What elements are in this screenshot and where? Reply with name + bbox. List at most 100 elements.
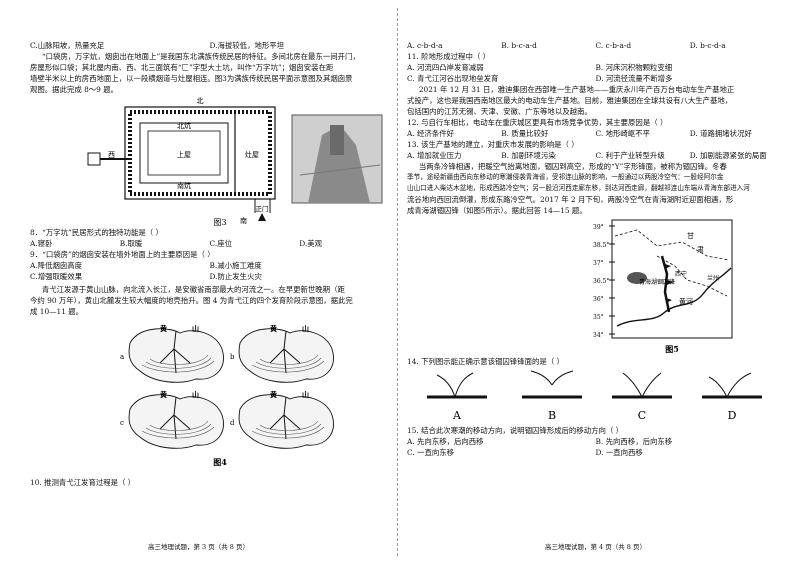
q12-option-d: D. 道路拥堵状况好 (689, 129, 752, 138)
q11-option-c: C. 青弋江河谷出现地垒发育 (407, 74, 499, 83)
para4-line: 季节，途经新疆由西向东移动的寒潮侵袭青海省，受祁连山脉的影响，一般通过以两股冷空… (407, 173, 724, 181)
city-label-1: 西宁 (675, 270, 687, 278)
figure-3: 北 西 南 北炕 上屋 灶屋 南炕 正门 图3 (30, 95, 390, 227)
para4-line: 山山口进入柴达木盆地，形成西路冷空气；另一股沿河西走廊东移，到达河西走廊，翻越祁… (407, 184, 750, 192)
q13-option-b: B. 加剧环境污染 (501, 151, 556, 160)
paragraph-3: 2021 年 12 月 31 日，雅迪集团在西部唯一生产基地——重庆永川年产百万… (407, 84, 784, 117)
q15-option-d: D. 一直向西移 (595, 448, 643, 457)
stage-label: c (120, 419, 124, 427)
q11-options-row1: A. 河流四凸岸发育减弱 B. 河床沉积物颗粒变细 (407, 62, 784, 73)
north-label: 北 (197, 97, 204, 105)
q10-option-a: A. c-b-d-a (407, 41, 443, 50)
province-label-1: 甘 (687, 231, 694, 240)
yellow-river (616, 267, 732, 327)
paragraph-4: 当两条冷锋相遇，把暖空气抬离地面，锢囚到高空，形成的“Y”字形锋面，被称为锢囚锋… (407, 161, 784, 216)
q8-option-d: D.美观 (299, 239, 323, 248)
option-label-a: A (452, 409, 462, 422)
q9-options-row1: A.降低烟囱高度 B.减小施工难度 (30, 260, 389, 271)
q11-option-d: D. 河流径流量不断增多 (595, 74, 673, 83)
figure-4-caption: 图4 (213, 457, 227, 467)
stage-label: a (120, 353, 124, 361)
fig4-panel: 黄 山 b (230, 324, 334, 383)
province-label-2: 肃 (697, 245, 704, 254)
q8-stem: 8．“万字坑”民居形式的独特功能是（ ） (30, 228, 163, 237)
latitude-label: 34° (593, 332, 604, 339)
mountain-label: 黄 (160, 324, 167, 333)
q13-options: A. 增加就业压力 B. 加剧环境污染 C. 利于产业转型升级 D. 加剧能源紧… (407, 150, 784, 161)
figure-4-svg: 黄山a黄山b黄山c黄山d 图4 (120, 324, 334, 467)
page-divider (397, 8, 398, 556)
q13-option-a: A. 增加就业压力 (407, 151, 462, 160)
stage-label: b (230, 353, 235, 361)
q10-option-d: D. b-c-d-a (689, 41, 726, 50)
latitude-label: 39° (593, 224, 604, 231)
city-label-2: 兰州 (707, 274, 719, 282)
intro-line: 房屋形似口袋；其北屋内南、西、北三面筑有“匚”字型大土坑，叫作“万字坑”；烟囱安… (30, 63, 334, 72)
q12-option-b: B. 质量比较好 (501, 129, 549, 138)
mountain-label: 山 (302, 390, 309, 399)
q9-option-d: D.防止发生火灾 (209, 272, 262, 281)
q8-option-b: B.取暖 (119, 239, 143, 248)
option-d: D.海拔较低，地形平坦 (209, 41, 285, 50)
q12-stem: 12. 与自行车相比，电动车在重庆城区更具有市场竞争优势，其主要原因是（ ） (407, 118, 668, 127)
latitude-label: 35° (593, 314, 604, 321)
latitude-label: 38.5° (593, 242, 609, 249)
mountain-label: 山 (192, 390, 199, 399)
q15-option-b: B. 先向西移，后向东移 (595, 437, 673, 446)
q15-stem: 15. 结合此次寒潮的移动方向，说明锢囚锋形成后的移动方向（ ） (407, 426, 624, 435)
q8-options: A.寝卧 B.取暖 C.座位 D.美观 (30, 238, 389, 249)
figure-5-caption: 图5 (665, 344, 679, 354)
para3-line: 包括国内的江苏无锡、天津、安徽、广东等地以及越南。 (407, 107, 592, 116)
option-c: C.山脉阳坡，热量充足 (30, 41, 105, 50)
fig4-panel: 黄 山 d (230, 390, 334, 449)
front-option-d: D (702, 372, 762, 422)
q14-figure: A B C D (407, 367, 784, 425)
q12-option-c: C. 地形崎岖不平 (595, 129, 650, 138)
para3-line: 式投产，这也是我国西南地区最大的电动车生产基地。目前，雅迪集团在全球共设有八大生… (407, 96, 733, 105)
q9-option-a: A.降低烟囱高度 (30, 261, 83, 270)
mountain-label: 黄 (160, 390, 167, 399)
latitude-label: 36° (593, 296, 604, 303)
south-kang-label: 南炕 (177, 181, 191, 190)
river-label: 黄河 (679, 297, 693, 306)
latitude-label: 37° (593, 260, 604, 267)
q9-options-row2: C.增强取暖效果 D.防止发生火灾 (30, 271, 389, 282)
q8-option-c: C.座位 (209, 239, 233, 248)
q11-option-a: A. 河流四凸岸发育减弱 (407, 63, 484, 72)
option-label-c: C (638, 409, 646, 422)
upper-room-label: 上屋 (177, 150, 191, 159)
mountain-label: 山 (192, 324, 199, 333)
para4-line: 成青海湖锢囚锋（如图5所示）。据此回答 14—15 题。 (407, 206, 587, 215)
fig4-panel: 黄 山 a (120, 324, 224, 383)
q10-stem: 10. 推测青弋江发育过程是（ ） (30, 478, 136, 487)
mountain-label: 黄 (270, 324, 277, 333)
q10-options: A. c-b-d-a B. b-c-a-d C. c-b-a-d D. b-c-… (407, 40, 784, 51)
para4-line: 流谷地向西回流倒灌，形成东路冷空气。2017 年 2 月下旬，两股冷空气在青海湖… (407, 195, 734, 204)
front-option-b: B (522, 370, 582, 422)
intro-line: 观图。据此完成 8～9 题。 (30, 85, 119, 94)
mountain-label: 山 (302, 324, 309, 333)
para3-line: 2021 年 12 月 31 日，雅迪集团在西部唯一生产基地——重庆永川年产百万… (418, 85, 735, 94)
qinghai-lake (627, 272, 647, 284)
q10-option-c: C. c-b-a-d (595, 41, 632, 50)
q15-option-c: C. 一直向东移 (407, 448, 455, 457)
q13-stem: 13. 该生产基地的建立，对重庆市发展的影响是（ ） (407, 140, 579, 149)
figure-3-svg: 北 西 南 北炕 上屋 灶屋 南炕 正门 图3 (87, 97, 383, 227)
front-option-a: A (427, 372, 487, 422)
q11-options-row2: C. 青弋江河谷出现地垒发育 D. 河流径流量不断增多 (407, 73, 784, 84)
figure-3-caption: 图3 (213, 218, 226, 227)
q13-option-c: C. 利于产业转型升级 (595, 151, 665, 160)
front-option-c: C (612, 372, 672, 422)
latitude-label: 36.5° (593, 278, 609, 285)
q9-stem: 9．“口袋房”的烟囱安装在墙外地面上的主要原因是（ ） (30, 250, 215, 259)
stage-label: d (230, 419, 235, 427)
option-label-b: B (548, 409, 556, 422)
q14-stem: 14. 下列图示能正确示意该锢囚锋锋面的是（ ） (407, 357, 564, 366)
intro-line: “口袋房，万字炕，烟囱出在地面上”是我国东北满族传统民居的特征。多间北房在最东一… (41, 52, 360, 61)
mountain-label: 黄 (270, 390, 277, 399)
south-label: 南 (240, 216, 247, 225)
q14-svg: A B C D (427, 370, 762, 422)
top-options: C.山脉阳坡，热量充足 D.海拔较低，地形平坦 (30, 40, 389, 51)
paragraph-2: 青弋江发源于黄山山脉，向北流入长江，是安徽省南部最大的河流之一。在早更新世晚期（… (30, 284, 389, 317)
right-page: A. c-b-d-a B. b-c-a-d C. c-b-a-d D. b-c-… (397, 0, 794, 561)
